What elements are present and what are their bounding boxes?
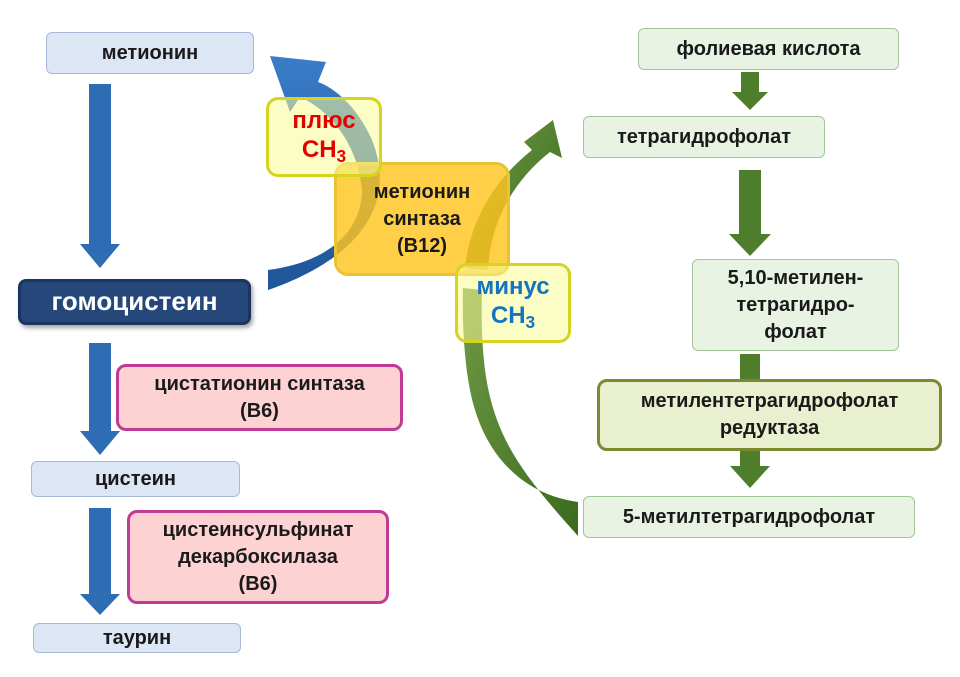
cystathionine-synthase-line1: цистатионин синтаза: [154, 372, 365, 395]
folic-acid-box: фолиевая кислота: [638, 28, 899, 70]
methionine-synthase-line2: синтаза: [383, 207, 461, 230]
methylene-thf-line1: 5,10-метилен-: [727, 266, 864, 289]
methionine-synthase-box: метионин синтаза (B12): [334, 162, 510, 276]
tetrahydrofolate-box: тетрагидрофолат: [583, 116, 825, 158]
methylene-thf-line3: фолат: [764, 320, 827, 343]
homocysteine-box: гомоцистеин: [18, 279, 251, 325]
csad-box: цистеинсульфинат декарбоксилаза (B6): [127, 510, 389, 604]
csad-cofactor: (B6): [238, 572, 278, 595]
arrow-folic-to-thf: [732, 72, 768, 110]
methylene-thf-line2: тетрагидро-: [736, 293, 855, 316]
arrow-methionine-to-homocysteine: [80, 84, 120, 268]
csad-line2: декарбоксилаза: [178, 545, 338, 568]
cystathionine-synthase-box: цистатионин синтаза (B6): [116, 364, 403, 431]
methyl-thf-label: 5-метилтетрагидрофолат: [622, 505, 876, 528]
folic-acid-label: фолиевая кислота: [676, 37, 861, 60]
cysteine-box: цистеин: [31, 461, 240, 497]
arrow-homocysteine-to-cysteine: [80, 343, 120, 455]
cysteine-label: цистеин: [94, 467, 176, 490]
arrow-thf-to-methylene: [729, 170, 771, 256]
minus-methyl-group: CH3: [490, 301, 536, 333]
methyl-thf-box: 5-метилтетрагидрофолат: [583, 496, 915, 538]
plus-methyl-group: CH3: [301, 135, 347, 167]
csad-line1: цистеинсульфинат: [162, 518, 354, 541]
methionine-label: метионин: [101, 41, 199, 64]
taurine-label: таурин: [102, 626, 172, 649]
taurine-box: таурин: [33, 623, 241, 653]
plus-word: плюс: [292, 107, 356, 135]
mthfr-box: метилентетрагидрофолат редуктаза: [597, 379, 942, 451]
cystathionine-synthase-cofactor: (B6): [240, 399, 279, 422]
minus-ch3-label: минус CH3: [455, 263, 571, 343]
mthfr-line2: редуктаза: [719, 417, 820, 439]
homocysteine-label: гомоцистеин: [51, 286, 218, 317]
methionine-synthase-line1: метионин: [373, 180, 471, 203]
arrow-cysteine-to-taurine: [80, 508, 120, 615]
minus-word: минус: [476, 273, 550, 301]
plus-ch3-label: плюс CH3: [266, 97, 382, 177]
mthfr-line1: метилентетрагидрофолат: [640, 390, 899, 412]
methionine-synthase-cofactor: (B12): [396, 234, 447, 257]
methylene-thf-box: 5,10-метилен- тетрагидро- фолат: [692, 259, 899, 351]
methionine-box: метионин: [46, 32, 254, 74]
tetrahydrofolate-label: тетрагидрофолат: [616, 125, 792, 148]
